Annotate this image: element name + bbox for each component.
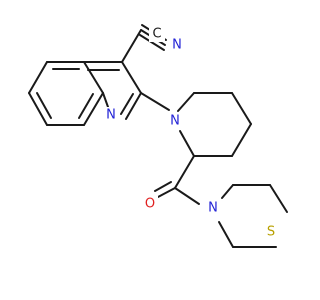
bond <box>154 181 172 192</box>
bonds <box>28 24 288 248</box>
atom-s-ring: S <box>263 224 279 240</box>
atom-n-piperidine: N <box>167 113 183 129</box>
atom-s-label: S <box>267 225 275 240</box>
bond <box>174 187 200 205</box>
atom-o-carbonyl: O <box>142 196 158 212</box>
bond <box>157 187 176 198</box>
structure-diagram: N N N N C O S <box>28 24 288 248</box>
bond <box>121 61 142 94</box>
atom-n-ring: N <box>103 107 119 123</box>
atom-n-label: N <box>172 38 182 53</box>
bond <box>179 130 195 157</box>
bond <box>83 92 104 126</box>
bond <box>221 184 234 199</box>
atom-o-label: O <box>145 197 155 212</box>
bond <box>121 29 142 63</box>
bond <box>139 34 165 51</box>
bond <box>218 221 234 248</box>
atom-c-nitrile: C <box>149 26 165 42</box>
bond <box>83 61 104 94</box>
atom-n-nitrile: N <box>169 37 185 53</box>
atom-n-label: N <box>208 201 218 216</box>
bond <box>125 92 142 120</box>
atom-n-thiomorpholine: N <box>205 200 221 216</box>
atom-n-label: N <box>106 108 116 123</box>
bond <box>269 184 288 213</box>
atoms: N N N N C O S <box>103 26 279 240</box>
bond <box>78 93 94 119</box>
atom-c-label: C <box>152 27 161 42</box>
bond <box>174 155 195 189</box>
bond <box>140 92 170 111</box>
bond <box>28 92 48 126</box>
bond <box>36 92 52 119</box>
bond <box>231 92 252 125</box>
bond <box>177 92 195 112</box>
bond <box>231 123 252 157</box>
bond <box>102 92 109 108</box>
bond <box>28 61 48 94</box>
atom-n-label: N <box>170 114 180 129</box>
bond <box>120 93 134 115</box>
